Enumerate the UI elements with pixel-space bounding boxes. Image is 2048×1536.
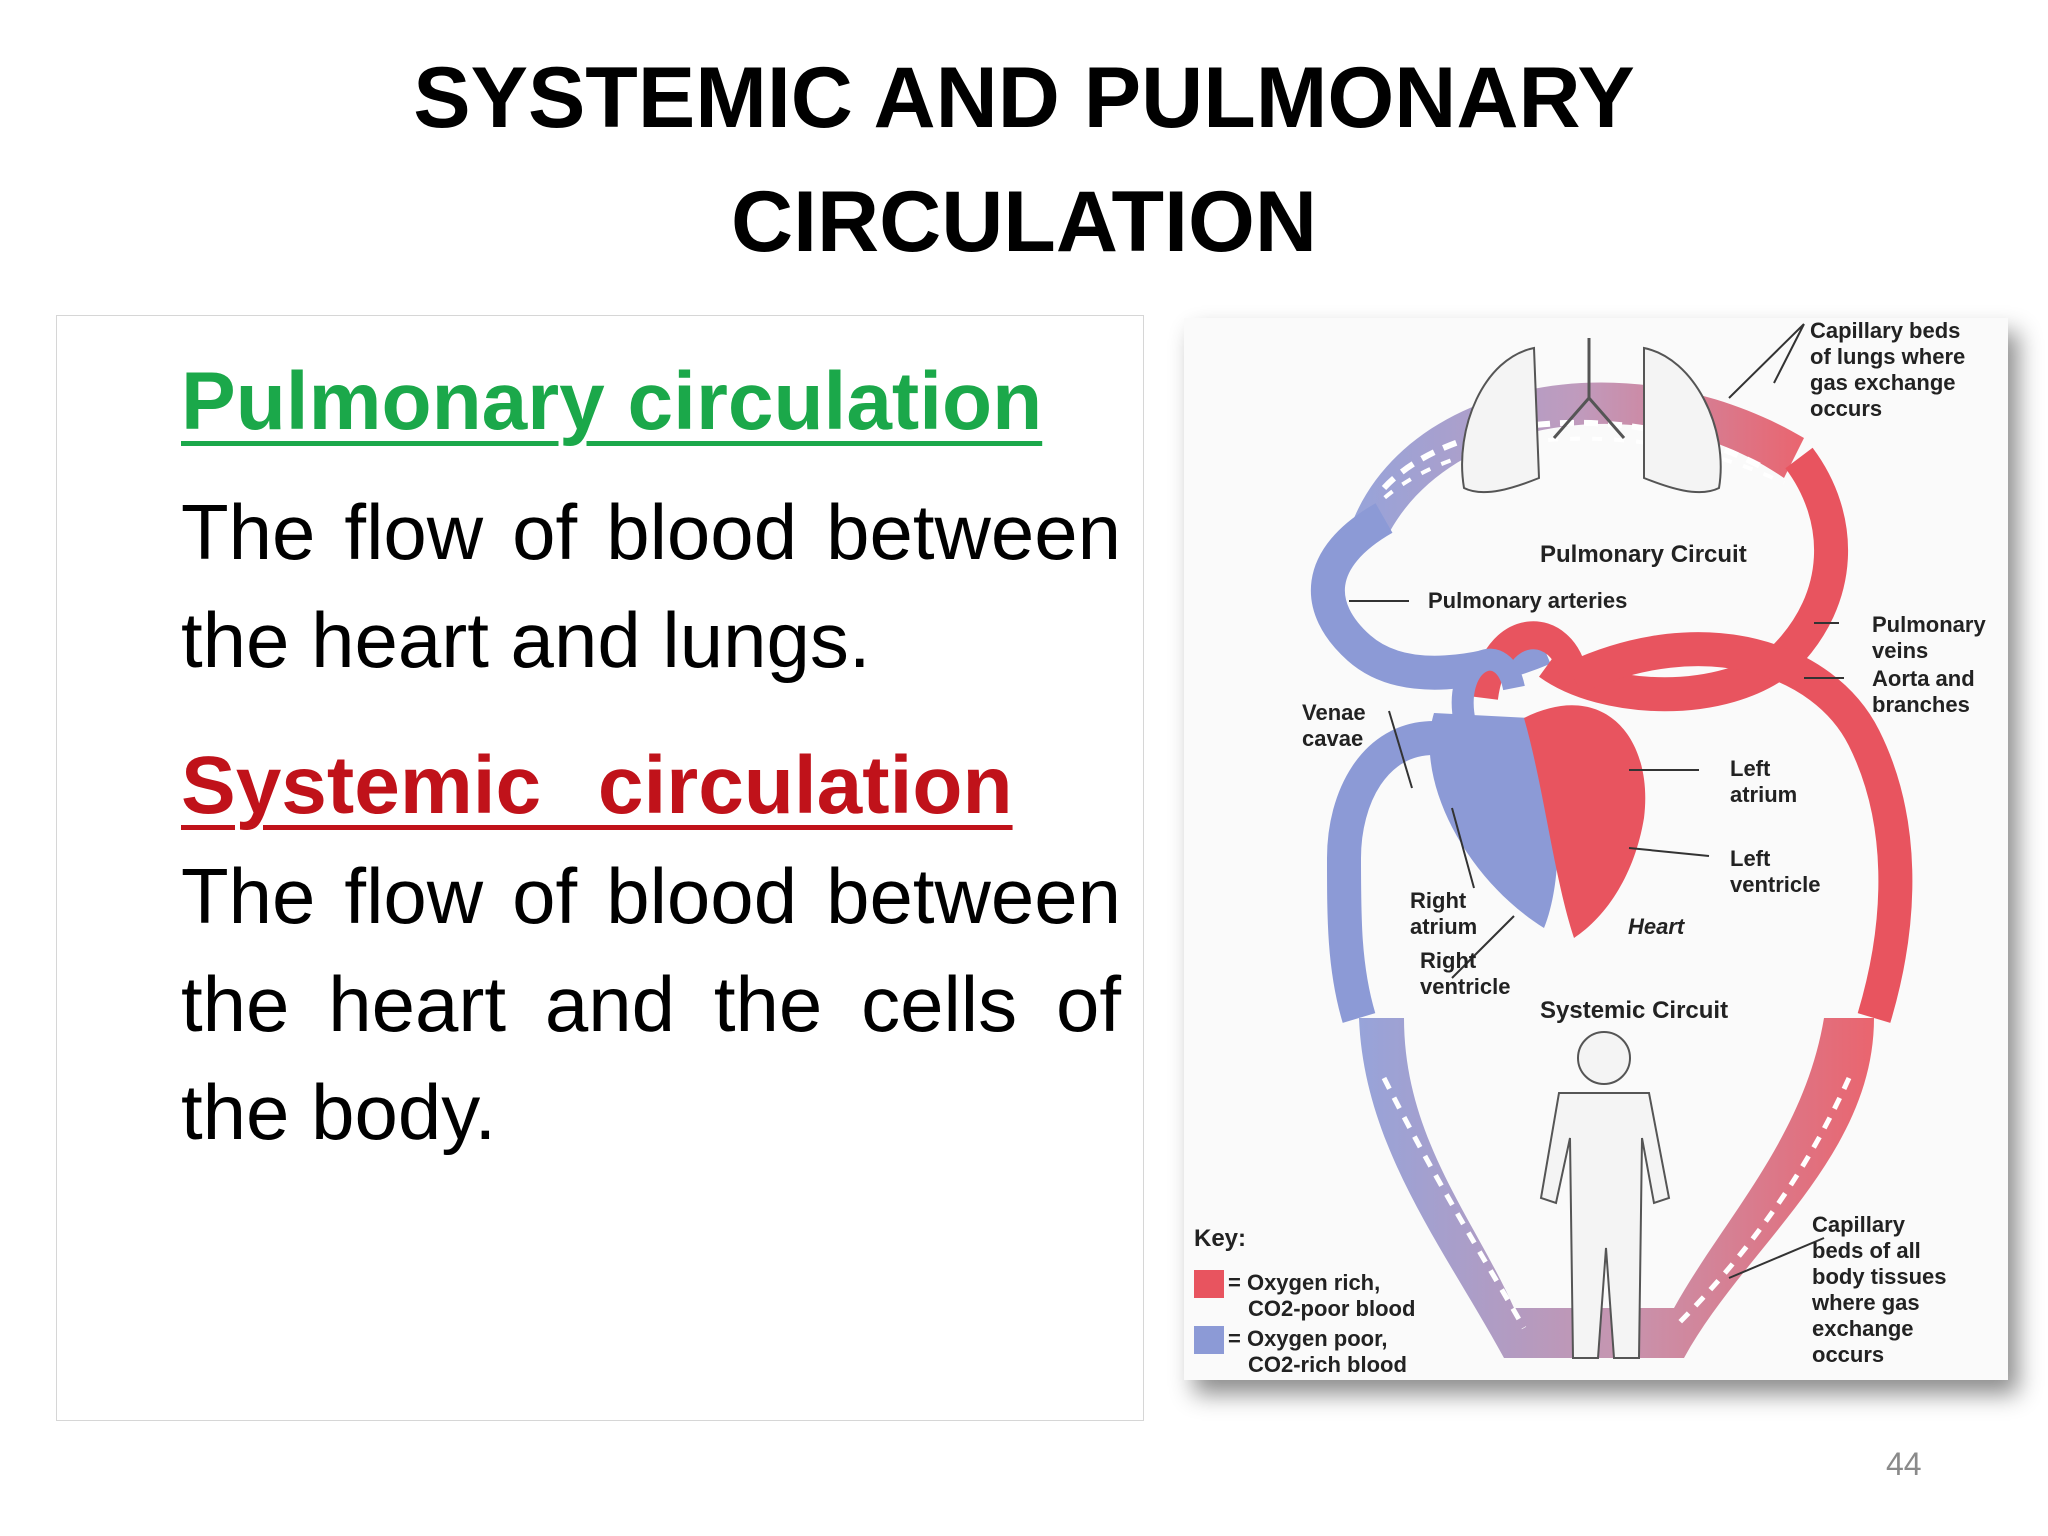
diagram-key: Key: = Oxygen rich, CO2-poor blood = Oxy…	[1194, 1225, 1415, 1377]
circulation-diagram-svg: Capillary beds of lungs where gas exchan…	[1194, 318, 1992, 1377]
key-title: Key:	[1194, 1225, 1246, 1252]
slide-title: SYSTEMIC AND PULMONARY CIRCULATION	[0, 36, 2048, 284]
lungs-illustration	[1461, 338, 1722, 494]
label-pulmonary-circuit: Pulmonary Circuit	[1540, 541, 1747, 568]
circulation-diagram: Capillary beds of lungs where gas exchan…	[1184, 318, 2008, 1380]
systemic-heading: Systemic circulation	[181, 740, 1013, 831]
label-aorta-branches: Aorta and branches	[1872, 666, 1981, 717]
label-right-ventricle: Right ventricle	[1420, 948, 1511, 999]
key-label-oxygen-poor: = Oxygen poor, CO2-rich blood	[1228, 1326, 1407, 1377]
label-systemic-circuit: Systemic Circuit	[1540, 997, 1728, 1024]
label-left-ventricle: Left ventricle	[1730, 846, 1821, 897]
key-label-oxygen-rich: = Oxygen rich, CO2-poor blood	[1228, 1270, 1415, 1321]
label-capillary-body: Capillary beds of all body tissues where…	[1811, 1212, 1953, 1367]
label-right-atrium: Right atrium	[1410, 888, 1477, 939]
page-number: 44	[1886, 1446, 1922, 1482]
label-pulmonary-veins: Pulmonary veins	[1872, 612, 1992, 663]
aorta-vessel	[1566, 632, 1913, 1023]
venae-cavae-vessel	[1326, 721, 1436, 1023]
label-venae-cavae: Venae cavae	[1302, 700, 1372, 751]
label-pulmonary-arteries: Pulmonary arteries	[1428, 588, 1627, 613]
systemic-definition: The flow of blood between the heart and …	[181, 852, 1121, 1156]
definitions-panel: Pulmonary circulation The flow of blood …	[56, 315, 1144, 1421]
label-left-atrium: Left atrium	[1730, 756, 1797, 807]
label-heart: Heart	[1628, 914, 1686, 939]
slide-title-line-1: SYSTEMIC AND PULMONARY	[413, 50, 1635, 146]
pulmonary-heading: Pulmonary circulation	[181, 356, 1043, 447]
key-swatch-oxygen-rich	[1194, 1270, 1224, 1298]
body-capillary-bed	[1359, 1018, 1874, 1358]
slide-title-line-2: CIRCULATION	[730, 174, 1317, 270]
human-figure-illustration	[1539, 1031, 1671, 1359]
label-capillary-lungs: Capillary beds of lungs where gas exchan…	[1810, 318, 1971, 421]
heart-illustration	[1429, 621, 1646, 938]
pulmonary-definition: The flow of blood between the heart and …	[181, 488, 1121, 684]
leader-lines	[1349, 323, 1844, 1279]
key-swatch-oxygen-poor	[1194, 1326, 1224, 1354]
lung-capillary-bed	[1354, 382, 1804, 533]
